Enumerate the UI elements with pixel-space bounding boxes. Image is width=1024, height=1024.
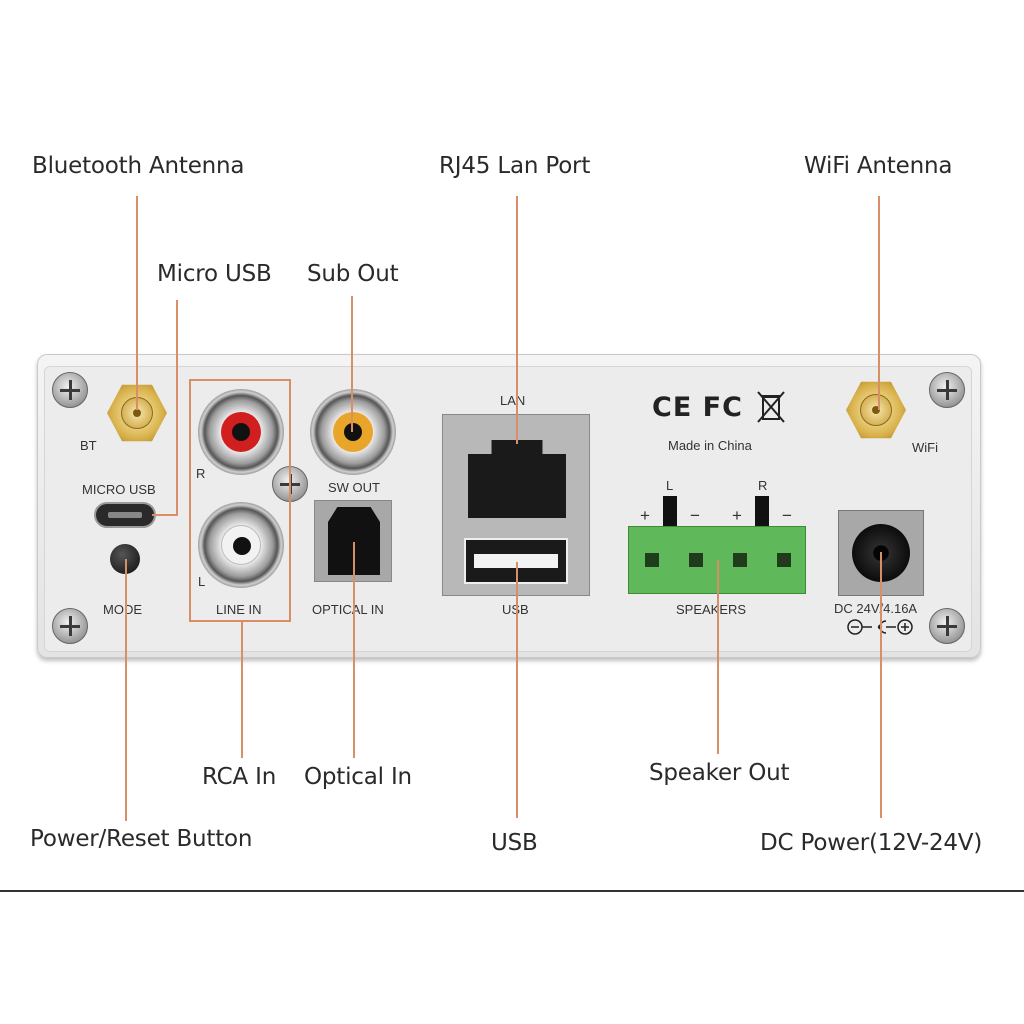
callout-usb: USB bbox=[491, 830, 538, 856]
leader-sub-out bbox=[351, 296, 353, 432]
callout-dc-power: DC Power(12V-24V) bbox=[760, 830, 983, 856]
label-plus-right: + bbox=[732, 506, 742, 525]
right-channel-marker bbox=[755, 496, 769, 532]
left-channel-marker bbox=[663, 496, 677, 532]
callout-rj45-lan-port: RJ45 Lan Port bbox=[439, 153, 591, 179]
ce-fc-marks: CE FC bbox=[652, 392, 743, 423]
screw-bottom-right bbox=[929, 608, 965, 644]
label-speakers: SPEAKERS bbox=[676, 602, 747, 617]
screw-bottom-left bbox=[52, 608, 88, 644]
callout-micro-usb: Micro USB bbox=[157, 261, 272, 287]
label-optical-in: OPTICAL IN bbox=[312, 602, 384, 617]
label-r: R bbox=[196, 466, 206, 481]
optical-in-port bbox=[314, 500, 392, 582]
sub-out-jack bbox=[310, 389, 396, 475]
label-mode: MODE bbox=[103, 602, 142, 617]
label-speaker-l: L bbox=[666, 478, 674, 493]
wifi-antenna-connector bbox=[846, 380, 906, 440]
screw-top-left bbox=[52, 372, 88, 408]
callout-sub-out: Sub Out bbox=[307, 261, 399, 287]
bottom-divider bbox=[0, 890, 1024, 892]
leader-rj45-lan-port bbox=[516, 196, 518, 444]
leader-dc-power bbox=[880, 552, 882, 818]
leader-wifi-antenna bbox=[878, 196, 880, 410]
callout-rca-in: RCA In bbox=[202, 764, 277, 790]
label-minus-left: − bbox=[690, 506, 700, 525]
label-sw-out: SW OUT bbox=[328, 480, 380, 495]
leader-speaker-out bbox=[717, 560, 719, 754]
leader-power-reset-button bbox=[125, 559, 127, 821]
label-l: L bbox=[198, 574, 206, 589]
callout-speaker-out: Speaker Out bbox=[649, 760, 790, 786]
callout-optical-in: Optical In bbox=[304, 764, 412, 790]
leader-micro-usb-horizontal bbox=[152, 514, 178, 516]
line-in-highlight-box bbox=[189, 379, 291, 622]
leader-micro-usb-vertical bbox=[176, 300, 178, 516]
leader-optical-in bbox=[353, 542, 355, 758]
label-minus-right: − bbox=[782, 506, 792, 525]
callout-wifi-antenna: WiFi Antenna bbox=[804, 153, 953, 179]
rca-right-jack bbox=[198, 389, 284, 475]
leader-rca-in bbox=[241, 622, 243, 758]
label-lan: LAN bbox=[500, 393, 526, 408]
micro-usb-port bbox=[94, 502, 156, 528]
label-made-in-china: Made in China bbox=[668, 438, 752, 453]
callout-bluetooth-antenna: Bluetooth Antenna bbox=[32, 153, 245, 179]
screw-top-right bbox=[929, 372, 965, 408]
leader-bluetooth-antenna bbox=[136, 196, 138, 410]
label-usb: USB bbox=[502, 602, 529, 617]
rca-left-jack bbox=[198, 502, 284, 588]
label-speaker-r: R bbox=[758, 478, 768, 493]
leader-usb bbox=[516, 562, 518, 818]
label-dc-rating: DC 24V/4.16A bbox=[834, 601, 918, 616]
label-bt: BT bbox=[80, 438, 97, 453]
callout-power-reset-button: Power/Reset Button bbox=[30, 826, 253, 852]
label-plus-left: + bbox=[640, 506, 650, 525]
weee-bin-icon bbox=[757, 391, 785, 423]
label-wifi: WiFi bbox=[912, 440, 938, 455]
label-micro-usb: MICRO USB bbox=[82, 482, 156, 497]
label-line-in: LINE IN bbox=[216, 602, 262, 617]
